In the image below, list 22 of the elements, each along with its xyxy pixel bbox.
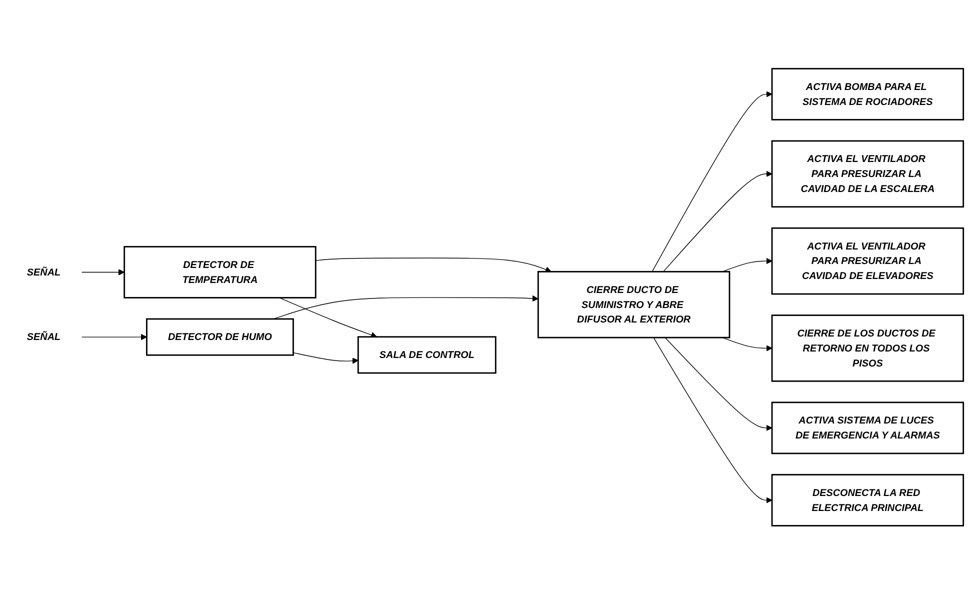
node-text: SEÑAL (26, 330, 61, 342)
node-box: ACTIVA EL VENTILADOR PARA PRESURIZAR LA CAVIDAD DE ELEVADORES (771, 227, 964, 295)
arrow (292, 352, 358, 364)
node-box: ACTIVA BOMBA PARA EL SISTEMA DE ROCIADORES (771, 68, 964, 120)
node-box: CIERRE DE LOS DUCTOS DE RETORNO EN TODOS LOS PISOS (771, 314, 964, 382)
arrow (652, 90, 772, 272)
node-box: CIERRE DUCTO DE SUMINISTRO Y ABRE DIFUSOR AL EXTERIOR (537, 270, 730, 338)
node-box: ACTIVA EL VENTILADOR PARA PRESURIZAR LA CAVIDAD DE LA ESCALERA (771, 140, 964, 208)
arrow (81, 268, 125, 276)
node-box: DETECTOR DE TEMPERATURA (124, 246, 316, 298)
node-box: ACTIVA SISTEMA DE LUCES DE EMERGENCIA Y ALARMAS (771, 402, 964, 454)
arrow (315, 258, 552, 272)
arrow (662, 170, 772, 272)
arrow (278, 297, 378, 338)
node-box: SALA DE CONTROL (357, 336, 496, 374)
node-box: DESCONECTA LA RED ELECTRICA PRINCIPAL (771, 474, 964, 526)
arrow (81, 334, 148, 340)
node-box: DETECTOR DE HUMO (146, 318, 294, 356)
arrow (664, 337, 772, 431)
arrow (722, 337, 772, 352)
node-text: SEÑAL (26, 266, 61, 278)
arrow (653, 337, 772, 504)
